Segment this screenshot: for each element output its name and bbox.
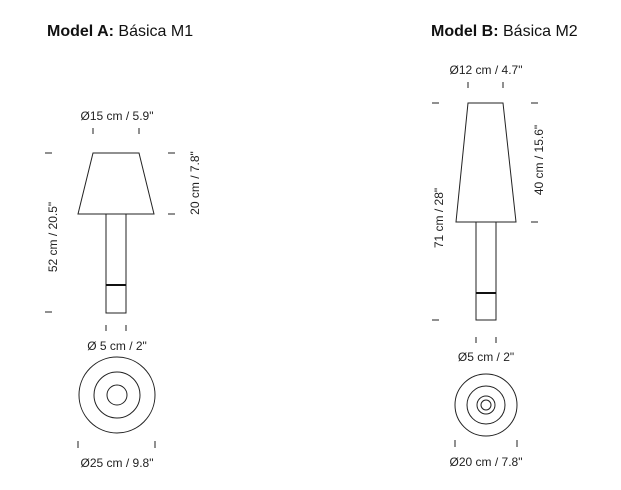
model-a-lampshade [77,152,155,215]
model-b-base-top-view [454,373,518,437]
model-b: Model B: Básica M2 Ø12 cm / 4.7" 71 cm /… [431,23,578,469]
model-a-stem-diameter: Ø 5 cm / 2" [87,339,147,353]
model-a-name: Básica M1 [118,23,193,40]
model-b-stem [475,221,497,321]
model-a-dimension-ticks [45,128,175,448]
model-b-stem-diameter: Ø5 cm / 2" [458,350,514,364]
model-a-total-height: 52 cm / 20.5" [46,202,60,272]
model-b-total-height: 71 cm / 28" [432,188,446,248]
model-a-shade-diameter: Ø15 cm / 5.9" [81,109,154,123]
model-b-lampshade [455,102,517,223]
model-a-title: Model A: Básica M1 [47,23,193,40]
model-b-dimension-ticks [432,82,538,447]
model-b-label: Model B: [431,23,499,40]
model-a-base-diameter: Ø25 cm / 9.8" [81,456,154,470]
model-b-shade-diameter: Ø12 cm / 4.7" [450,63,523,77]
model-b-shade-height: 40 cm / 15.6" [532,125,546,195]
model-a: Model A: Básica M1 Ø15 cm / 5.9" 52 cm /… [45,23,202,470]
model-a-shade-height: 20 cm / 7.8" [188,151,202,215]
model-b-title: Model B: Básica M2 [431,23,578,40]
model-b-name: Básica M2 [503,23,578,40]
model-b-base-diameter: Ø20 cm / 7.8" [450,455,523,469]
model-a-label: Model A: [47,23,114,40]
model-a-base-top-view [78,356,156,434]
model-a-stem [105,213,127,314]
